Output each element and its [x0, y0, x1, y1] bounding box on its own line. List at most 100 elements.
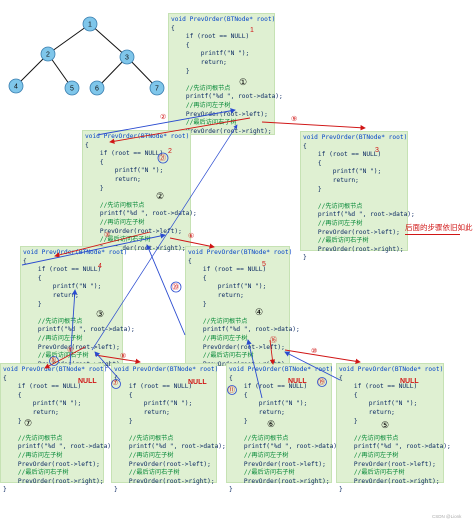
code-block: void PrevOrder(BTNode* root){ if (root =…: [114, 366, 226, 495]
code-line: [85, 193, 197, 202]
code-line: printf("N ");: [23, 283, 102, 291]
code-line: //先访问根节点: [339, 434, 399, 442]
code-line: PrevOrder(root->left);: [85, 227, 182, 235]
code-block: void PrevOrder(BTNode* root){ if (root =…: [303, 134, 415, 263]
code-line: //先访问根节点: [188, 317, 248, 325]
code-line: return;: [339, 408, 395, 416]
side-note-underline: [405, 234, 460, 235]
code-line: //再访问左子树: [303, 219, 363, 227]
code-line: }: [85, 184, 104, 192]
watermark: CSDN @Lionk: [432, 514, 462, 519]
code-line: {: [171, 24, 175, 32]
code-line: printf("%d ", root->data);: [171, 93, 283, 101]
code-line: //最后访问右子树: [114, 469, 180, 477]
call-frame-panel: void PrevOrder(BTNode* root){ if (root =…: [82, 130, 197, 260]
code-line: //再访问左子树: [85, 218, 145, 226]
code-line: {: [303, 159, 322, 167]
arrow-step-number: ⑦: [112, 380, 119, 387]
tree-node-label: 6: [95, 86, 99, 93]
code-line: //再访问左子树: [23, 334, 83, 342]
code-line: printf("%d ", root->data);: [23, 326, 135, 334]
code-line: PrevOrder(root->left);: [188, 343, 285, 351]
arrow-step-number: ⑩: [311, 348, 318, 355]
arrow-step-number: ⑥: [188, 233, 195, 240]
step-circle-mark: ⑥: [267, 419, 276, 429]
code-line: //最后访问右子树: [23, 352, 89, 360]
code-line: {: [85, 141, 89, 149]
code-line: {: [171, 41, 190, 49]
code-line: }: [114, 417, 133, 425]
code-line: }: [339, 417, 358, 425]
frame-number: 3: [375, 147, 379, 154]
arrow-step-number: ⑳: [172, 284, 179, 291]
code-line: void PrevOrder(BTNode* root): [85, 133, 190, 140]
code-line: return;: [303, 176, 359, 184]
code-line: {: [339, 391, 358, 399]
arrow-step-number: ②: [160, 114, 167, 121]
tree-node-label: 3: [125, 55, 129, 62]
code-line: PrevOrder(root->right);: [114, 477, 215, 485]
code-block: void PrevOrder(BTNode* root){ if (root =…: [85, 133, 197, 262]
code-line: printf("N ");: [3, 400, 82, 408]
code-line: void PrevOrder(BTNode* root): [23, 249, 128, 256]
code-line: void PrevOrder(BTNode* root): [114, 366, 219, 373]
code-line: [114, 426, 226, 435]
code-line: PrevOrder(root->right);: [339, 477, 440, 485]
code-line: void PrevOrder(BTNode* root): [188, 249, 293, 256]
code-line: if (root == NULL): [114, 383, 193, 391]
code-line: printf("N ");: [85, 167, 164, 175]
code-line: printf("%d ", root->data);: [188, 326, 300, 334]
code-block: void PrevOrder(BTNode* root){ if (root =…: [339, 366, 451, 495]
tree-node-label: 1: [88, 22, 92, 29]
code-line: }: [303, 254, 307, 262]
code-line: //再访问左子树: [3, 451, 63, 459]
frame-number: 1: [250, 27, 254, 34]
code-line: PrevOrder(root->right);: [3, 477, 104, 485]
step-circle-mark: ②: [156, 191, 165, 201]
step-circle-mark: ①: [239, 77, 248, 87]
code-line: printf("%d ", root->data);: [303, 211, 415, 219]
call-frame-panel: void PrevOrder(BTNode* root){ if (root =…: [336, 363, 451, 493]
tree-edge: [15, 53, 49, 87]
tree-node-label: 5: [70, 86, 74, 93]
code-line: printf("N ");: [188, 283, 267, 291]
code-line: printf("%d ", root->data);: [114, 443, 226, 451]
tree-node: [8, 78, 24, 94]
code-line: PrevOrder(root->left);: [3, 460, 100, 468]
code-line: //再访问左子树: [114, 451, 174, 459]
call-frame-panel: void PrevOrder(BTNode* root){ if (root =…: [185, 246, 300, 376]
code-line: if (root == NULL): [23, 266, 102, 274]
code-line: void PrevOrder(BTNode* root): [339, 366, 444, 373]
step-circle-mark: ⑦: [24, 418, 33, 428]
code-line: void PrevOrder(BTNode* root): [229, 366, 334, 373]
code-line: printf("%d ", root->data);: [339, 443, 451, 451]
code-line: //先访问根节点: [85, 201, 145, 209]
code-line: //先访问根节点: [3, 434, 63, 442]
code-line: //先访问根节点: [171, 84, 231, 92]
tree-node: [149, 80, 165, 96]
null-label: NULL: [288, 378, 307, 385]
code-line: {: [229, 391, 248, 399]
code-line: PrevOrder(root->left);: [339, 460, 436, 468]
code-line: }: [339, 486, 343, 494]
code-line: if (root == NULL): [85, 150, 164, 158]
code-block: void PrevOrder(BTNode* root){ if (root =…: [3, 366, 115, 495]
code-line: printf("N ");: [303, 168, 382, 176]
code-line: {: [3, 374, 7, 382]
code-line: return;: [188, 291, 244, 299]
code-line: //先访问根节点: [23, 317, 83, 325]
code-line: printf("N ");: [229, 400, 308, 408]
tree-edge: [89, 23, 128, 58]
code-line: PrevOrder(root->left);: [303, 228, 400, 236]
code-line: PrevOrder(root->left);: [171, 110, 268, 118]
code-line: }: [171, 67, 190, 75]
code-line: [3, 426, 115, 435]
step-circle-mark: ④: [255, 307, 264, 317]
code-line: printf("N ");: [114, 400, 193, 408]
tree-node: [119, 49, 135, 65]
code-line: return;: [171, 58, 227, 66]
code-line: return;: [229, 408, 285, 416]
code-line: {: [339, 374, 343, 382]
code-line: }: [3, 417, 22, 425]
